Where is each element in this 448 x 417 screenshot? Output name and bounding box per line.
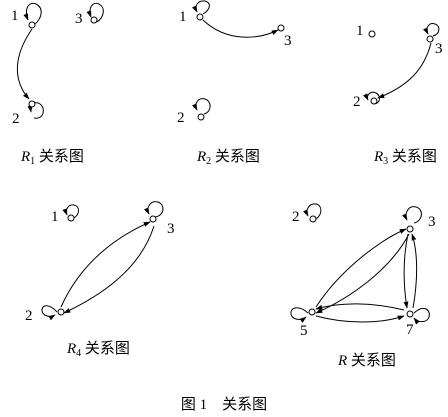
node-r4-1 — [67, 214, 75, 222]
label-r4-3: 3 — [167, 221, 175, 237]
panel-r3: 1 3 2 R3 关系图 — [353, 23, 443, 167]
loop-r4-node-2 — [41, 305, 58, 321]
loop-r3-node-3 — [422, 23, 440, 37]
panel-r4: 1 3 2 R4 关系图 — [25, 201, 175, 359]
edge-r4-2-to-3 — [60, 221, 151, 308]
label-r-2: 2 — [292, 209, 300, 225]
label-r2-2: 2 — [177, 110, 185, 126]
label-r2-3: 3 — [284, 33, 292, 49]
edge-r3-3-to-2 — [377, 42, 432, 99]
loop-r-node-7 — [413, 307, 430, 325]
node-r2-2 — [197, 113, 205, 121]
edge-r-3-to-5 — [315, 233, 410, 314]
caption-r1: R1 关系图 — [20, 148, 84, 167]
label-r-3: 3 — [428, 214, 436, 230]
node-r-3 — [406, 225, 414, 233]
edge-r-5-to-3 — [315, 228, 407, 308]
panel-r2: 1 3 2 R2 关系图 — [177, 0, 292, 167]
label-r3-1: 1 — [356, 23, 364, 39]
edge-r-7-to-3 — [411, 233, 418, 309]
label-r3-2: 2 — [353, 94, 361, 110]
loop-r4-node-1 — [62, 204, 79, 219]
loop-r3-node-2 — [362, 91, 380, 105]
caption-r2: R2 关系图 — [196, 148, 260, 167]
edge-r2-1-to-3 — [202, 19, 279, 38]
node-r2-3 — [277, 24, 285, 32]
label-r4-1: 1 — [51, 209, 59, 225]
panel-r1: 1 3 2 R1 关系图 — [11, 2, 104, 167]
caption-r4: R4 关系图 — [66, 340, 130, 359]
loop-r-node-5 — [290, 307, 309, 323]
label-r-7: 7 — [406, 322, 414, 338]
loop-r-node-3 — [401, 206, 422, 224]
label-r1-1: 1 — [11, 8, 19, 24]
loop-r-node-2 — [302, 203, 322, 220]
node-r1-3 — [90, 16, 98, 24]
edge-r-3-to-7 — [403, 233, 409, 309]
edge-r1-1-to-2 — [16, 28, 33, 100]
figure-caption: 图 1 关系图 — [181, 396, 267, 413]
panel-r: 2 3 5 7 R 关系图 — [290, 203, 436, 369]
caption-r: R 关系图 — [337, 352, 396, 369]
loop-r2-node-2 — [191, 98, 211, 115]
label-r2-1: 1 — [179, 9, 187, 25]
edge-r-5-to-7 — [315, 315, 405, 323]
node-r2-1 — [196, 13, 204, 21]
node-r3-1 — [368, 30, 376, 38]
node-r3-3 — [426, 35, 434, 43]
loop-r1-node-3 — [86, 2, 104, 23]
node-r4-2 — [57, 308, 65, 316]
loop-r2-node-1 — [191, 0, 210, 15]
node-r1-1 — [28, 21, 36, 29]
caption-r3: R3 关系图 — [373, 148, 437, 167]
node-r3-2 — [370, 97, 378, 105]
node-r-2 — [309, 215, 317, 223]
node-r4-3 — [149, 215, 157, 223]
label-r-5: 5 — [300, 323, 308, 339]
node-r-5 — [308, 308, 316, 316]
label-r1-3: 3 — [75, 11, 83, 27]
node-r-7 — [406, 310, 414, 318]
label-r1-2: 2 — [12, 111, 20, 127]
edge-r4-3-to-2 — [63, 225, 155, 314]
edge-r-7-to-5 — [315, 303, 405, 311]
node-r1-2 — [28, 100, 36, 108]
label-r3-3: 3 — [435, 41, 443, 57]
loop-r1-node-1 — [23, 2, 42, 25]
loop-r4-node-3 — [143, 201, 164, 218]
label-r4-2: 2 — [25, 308, 33, 324]
